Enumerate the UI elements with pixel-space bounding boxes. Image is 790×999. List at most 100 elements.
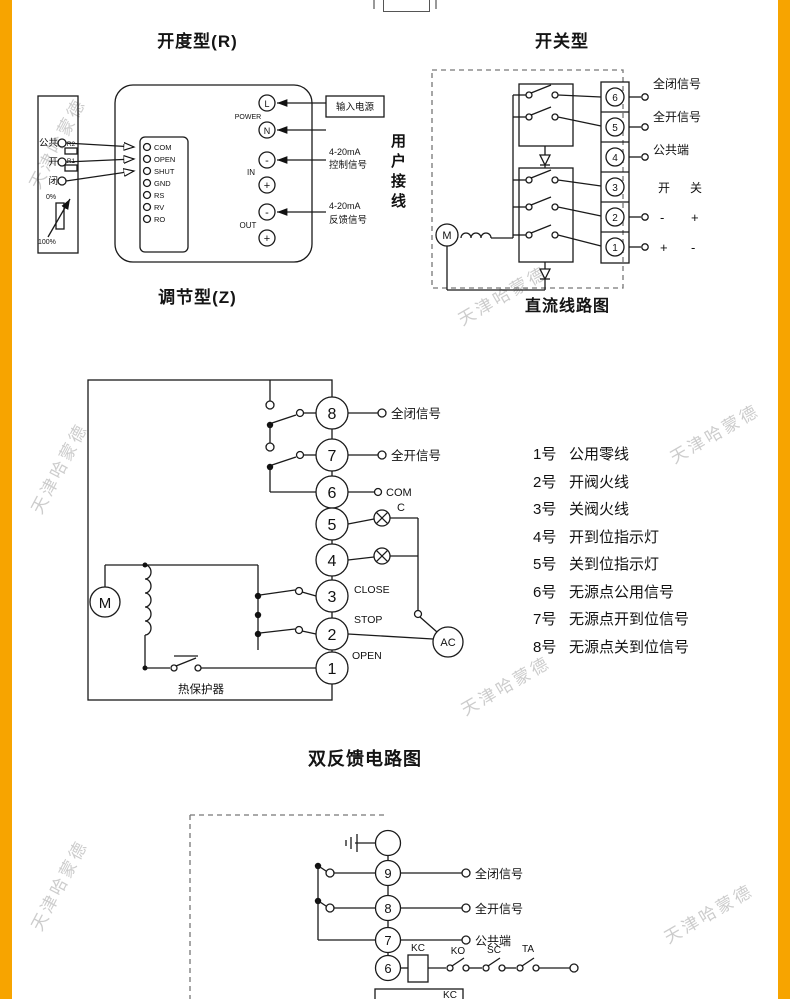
- legend-text: 开到位指示灯: [569, 528, 660, 546]
- dual-feedback-wires: [87, 379, 464, 701]
- lamp-c-label: C: [397, 502, 405, 514]
- terminal-out-plus: +: [264, 233, 270, 245]
- label-common: 公共端: [653, 143, 689, 157]
- resistor-r2-label: R2: [67, 141, 76, 148]
- terminal-6: 6: [328, 485, 337, 502]
- label-fully-closed: 全闭信号: [475, 866, 523, 881]
- opening-type-wires: [37, 84, 385, 263]
- terminal-in-plus: +: [264, 180, 270, 192]
- input-label-open: 开: [48, 157, 58, 168]
- label-fully-closed: 全闭信号: [653, 76, 701, 91]
- pin-gnd: GND: [154, 179, 171, 188]
- legend-text: 公用零线: [569, 446, 630, 463]
- bottom-circuit-wires: [189, 814, 579, 999]
- terminal-1: 1: [328, 661, 337, 678]
- ac-label: AC: [440, 637, 455, 649]
- annotation-ctrl-2: 控制信号: [329, 159, 367, 171]
- label-open: OPEN: [352, 650, 382, 662]
- contact-sc-label: SC: [487, 945, 501, 956]
- pin-rv: RV: [154, 203, 164, 212]
- polarity-2-minus: -: [660, 210, 664, 225]
- watermark: 天津哈蒙德: [27, 836, 92, 935]
- terminal-9: 9: [384, 866, 391, 881]
- column-close: 关: [690, 181, 702, 195]
- legend-row-6: 6号无源点公用信号: [533, 579, 689, 607]
- terminal-3: 3: [328, 589, 337, 606]
- annotation-fb-1: 4-20mA: [329, 201, 361, 211]
- terminal-6: 6: [384, 961, 391, 976]
- input-label-shut: 闭: [48, 175, 58, 187]
- terminal-8: 8: [328, 406, 337, 423]
- terminal-5: 5: [612, 123, 618, 134]
- thermal-protector-label: 热保护器: [178, 682, 224, 696]
- legend-num: 2号: [533, 473, 557, 491]
- legend-num: 8号: [533, 638, 557, 656]
- left-accent-bar: [0, 0, 12, 999]
- right-accent-bar: [778, 0, 790, 999]
- terminal-4: 4: [328, 553, 337, 570]
- wiring-legend: 1号公用零线 2号开阀火线 3号关阀火线 4号开到位指示灯 5号关到位指示灯 6…: [533, 441, 689, 661]
- polarity-1-minus: -: [691, 240, 695, 255]
- switch-type-diagram: 6 5 4 3 2 1 全闭信号 全开信号 公共端 开 关 - + + - M: [431, 69, 702, 291]
- label-stop: STOP: [354, 614, 382, 626]
- input-label-common: 公共: [39, 138, 59, 149]
- legend-row-2: 2号开阀火线: [533, 469, 689, 497]
- motor-label: M: [442, 230, 451, 242]
- caption-dual-feedback: 双反馈电路图: [308, 749, 422, 769]
- title-opening-type: 开度型(R): [157, 32, 238, 51]
- label-fully-open: 全开信号: [391, 448, 441, 463]
- terminal-7: 7: [328, 448, 337, 465]
- legend-text: 关到位指示灯: [569, 556, 660, 573]
- terminal-6: 6: [612, 93, 618, 104]
- title-switch-type: 开关型: [535, 32, 589, 51]
- terminal-N: N: [264, 126, 271, 136]
- label-fully-open: 全开信号: [653, 109, 701, 124]
- top-cutoff-dash-right: [435, 0, 437, 9]
- terminal-5: 5: [328, 517, 337, 534]
- label-fully-closed: 全闭信号: [391, 406, 441, 421]
- label-common: 公共端: [475, 934, 511, 948]
- terminal-8: 8: [384, 901, 391, 916]
- pot-0-label: 0%: [46, 194, 56, 201]
- contact-ta-label: TA: [522, 944, 534, 955]
- switch-type-wires: [431, 69, 649, 291]
- pin-rs: RS: [154, 191, 164, 200]
- user-wiring-label: 用户接线: [389, 133, 406, 213]
- legend-num: 6号: [533, 583, 557, 601]
- legend-row-1: 1号公用零线: [533, 441, 689, 469]
- legend-row-8: 8号无源点关到位信号: [533, 634, 689, 662]
- legend-text: 无源点开到位信号: [569, 611, 690, 628]
- terminal-7: 7: [384, 933, 391, 948]
- contact-ko-label: KO: [451, 946, 466, 957]
- terminal-4: 4: [612, 153, 618, 164]
- motor-label: M: [99, 595, 112, 612]
- relay-kc-label: KC: [411, 943, 425, 954]
- dual-feedback-diagram: 8 7 6 5 4 3 2 1 全闭信号 全开信号 COM C CLOSE ST…: [87, 379, 464, 701]
- annotation-input-power: 输入电源: [336, 101, 375, 113]
- power-label: POWER: [235, 114, 261, 121]
- terminal-L: L: [264, 99, 269, 109]
- polarity-2-plus: +: [691, 210, 699, 225]
- polarity-1-plus: +: [660, 240, 668, 255]
- legend-num: 5号: [533, 556, 557, 573]
- watermark: 天津哈蒙德: [660, 881, 758, 948]
- pin-shut: SHUT: [154, 167, 175, 176]
- column-open: 开: [658, 181, 670, 195]
- in-label: IN: [247, 168, 255, 177]
- legend-row-7: 7号无源点开到位信号: [533, 606, 689, 634]
- terminal-out-minus: -: [265, 207, 269, 219]
- bottom-circuit-diagram: 9 8 7 6 全闭信号 全开信号 公共端 KC KO SC TA KC: [189, 814, 579, 999]
- annotation-fb-2: 反馈信号: [329, 214, 367, 226]
- annotation-ctrl-1: 4-20mA: [329, 147, 361, 157]
- pot-100-label: 100%: [38, 239, 56, 246]
- legend-text: 无源点关到位信号: [569, 638, 690, 656]
- resistor-r1-label: R1: [67, 158, 76, 165]
- label-fully-open: 全开信号: [475, 901, 523, 916]
- terminal-1: 1: [612, 243, 618, 254]
- legend-text: 开阀火线: [569, 473, 630, 491]
- pin-com: COM: [154, 143, 172, 152]
- legend-row-4: 4号开到位指示灯: [533, 524, 689, 552]
- legend-text: 无源点公用信号: [569, 583, 675, 601]
- legend-num: 4号: [533, 528, 557, 546]
